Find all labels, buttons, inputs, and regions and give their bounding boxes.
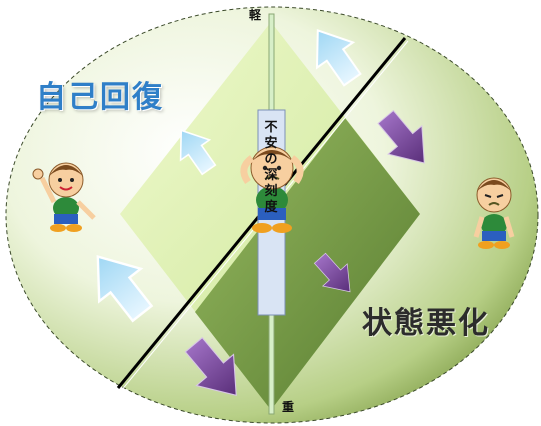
axis-bottom-label: 重 <box>282 400 295 414</box>
severity-char: 度 <box>264 200 278 215</box>
severity-char: 安 <box>264 136 278 151</box>
boy-sad-icon <box>473 177 515 249</box>
boy-happy-icon <box>32 162 96 232</box>
deterioration-label: 状態悪化 <box>362 306 490 341</box>
severity-axis-label: 不 安 の 深 刻 度 <box>260 120 282 216</box>
severity-char: 不 <box>264 120 278 135</box>
axis-top-label: 軽 <box>249 8 262 22</box>
severity-char: 深 <box>264 168 278 183</box>
recovery-label: 自己回復 <box>36 80 164 115</box>
diamond-dark <box>195 118 420 410</box>
severity-char: の <box>264 152 278 167</box>
boy-worried-icon <box>240 146 304 233</box>
severity-char: 刻 <box>264 184 278 199</box>
